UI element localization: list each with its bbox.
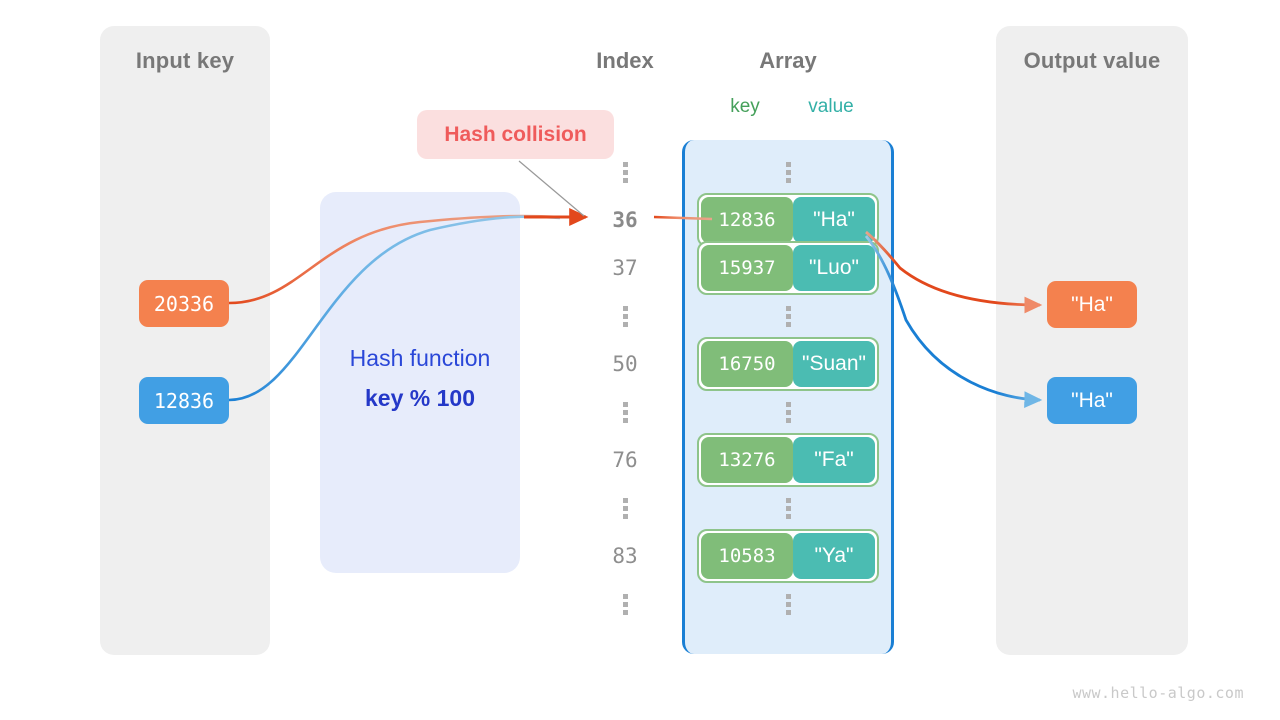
vertical-ellipsis-icon: [622, 159, 628, 186]
hash-function-formula: key % 100: [365, 385, 475, 411]
index-column-heading: Index: [596, 48, 654, 73]
array-entry-row: 15937"Luo": [685, 241, 891, 295]
index-ellipsis: [585, 580, 665, 628]
key-value-pair: 15937"Luo": [697, 241, 879, 295]
key-value-pair: 10583"Ya": [697, 529, 879, 583]
array-rows: 12836"Ha"15937"Luo"16750"Suan"13276"Fa"1…: [685, 148, 891, 628]
array-ellipsis: [685, 292, 891, 340]
index-label-76: 76: [612, 448, 638, 472]
hash-collision-label: Hash collision: [417, 110, 614, 159]
vertical-ellipsis-icon: [622, 591, 628, 618]
input-key-chip-0: 20336: [139, 280, 229, 327]
key-value-pair: 13276"Fa": [697, 433, 879, 487]
input-key-panel: Input key: [100, 26, 270, 655]
vertical-ellipsis-icon: [622, 399, 628, 426]
index-ellipsis: [585, 148, 665, 196]
key-cell: 16750: [701, 341, 793, 387]
value-cell: "Fa": [793, 437, 875, 483]
key-cell: 12836: [701, 197, 793, 243]
vertical-ellipsis-icon: [785, 591, 791, 618]
index-column: 36 37 50 76 83: [585, 148, 665, 628]
index-label-50: 50: [612, 352, 638, 376]
value-cell: "Ha": [793, 197, 875, 243]
index-label-83: 83: [612, 544, 638, 568]
vertical-ellipsis-icon: [785, 495, 791, 522]
array-entry-row: 13276"Fa": [685, 433, 891, 487]
array-ellipsis: [685, 580, 891, 628]
array-entry-row: 16750"Suan": [685, 337, 891, 391]
collision-leader-line: [518, 160, 585, 217]
index-ellipsis: [585, 388, 665, 436]
key-cell: 13276: [701, 437, 793, 483]
array-column-heading: Array: [759, 48, 817, 73]
vertical-ellipsis-icon: [622, 303, 628, 330]
array-container: 12836"Ha"15937"Luo"16750"Suan"13276"Fa"1…: [682, 140, 894, 654]
index-ellipsis: [585, 292, 665, 340]
output-value-chip-1: "Ha": [1047, 377, 1137, 424]
array-ellipsis: [685, 388, 891, 436]
input-key-panel-title: Input key: [135, 48, 235, 73]
value-cell: "Luo": [793, 245, 875, 291]
key-value-pair: 12836"Ha": [697, 193, 879, 247]
input-key-chip-1: 12836: [139, 377, 229, 424]
vertical-ellipsis-icon: [622, 495, 628, 522]
index-label-36: 36: [612, 208, 638, 232]
key-value-pair: 16750"Suan": [697, 337, 879, 391]
key-cell: 10583: [701, 533, 793, 579]
value-cell: "Ya": [793, 533, 875, 579]
value-cell: "Suan": [793, 341, 875, 387]
hash-function-label: Hash function: [349, 345, 491, 371]
vertical-ellipsis-icon: [785, 159, 791, 186]
vertical-ellipsis-icon: [785, 399, 791, 426]
hash-function-box: Hash function key % 100: [320, 192, 520, 573]
index-ellipsis: [585, 484, 665, 532]
output-value-chip-0: "Ha": [1047, 281, 1137, 328]
vertical-ellipsis-icon: [785, 303, 791, 330]
watermark: www.hello-algo.com: [1072, 684, 1244, 702]
array-entry-row: 12836"Ha": [685, 193, 891, 247]
output-value-panel: Output value: [996, 26, 1188, 655]
array-ellipsis: [685, 148, 891, 196]
value-subheading: value: [808, 96, 854, 117]
key-cell: 15937: [701, 245, 793, 291]
array-ellipsis: [685, 484, 891, 532]
index-label-37: 37: [612, 256, 638, 280]
array-entry-row: 10583"Ya": [685, 529, 891, 583]
output-value-panel-title: Output value: [1023, 48, 1161, 73]
key-subheading: key: [730, 96, 760, 117]
